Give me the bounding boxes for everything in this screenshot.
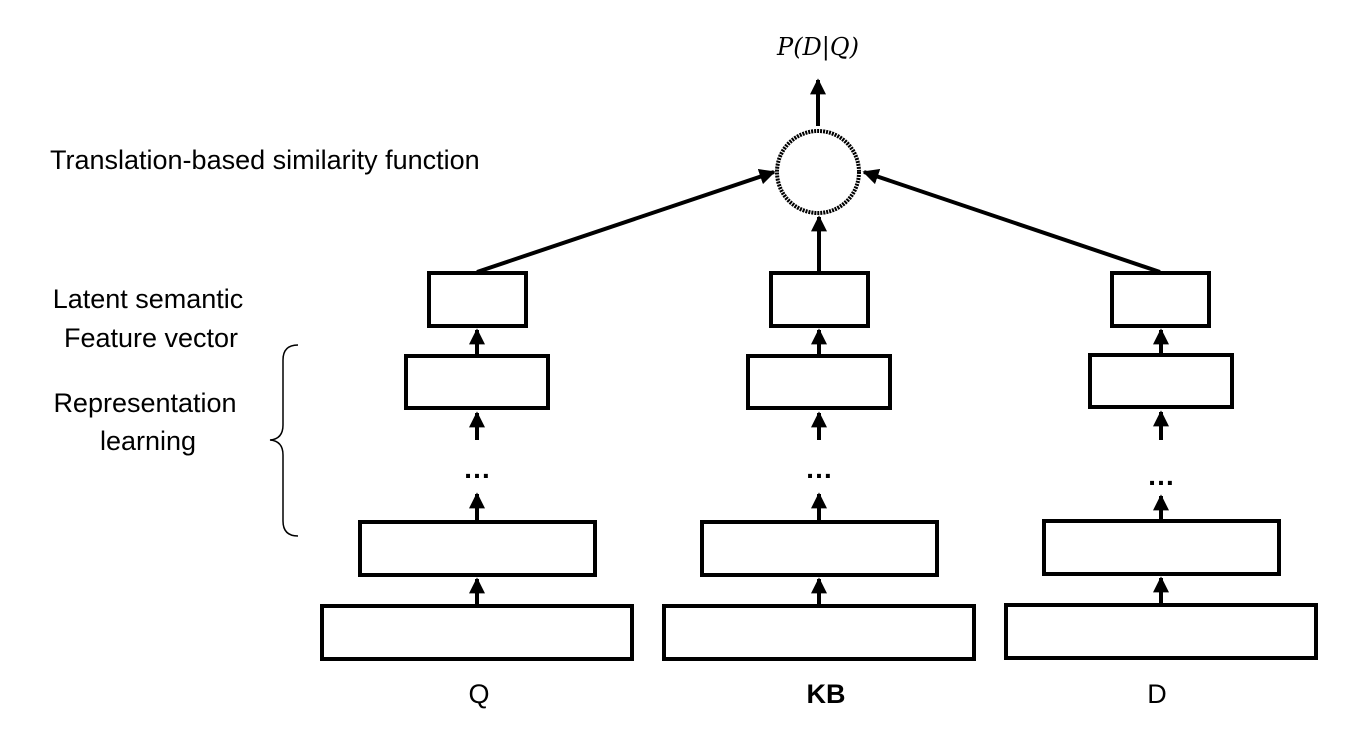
kb-column-label: KB bbox=[807, 679, 846, 709]
d-hidden-layer-top bbox=[1088, 353, 1234, 409]
kb-input-layer bbox=[662, 604, 976, 661]
q-feature-vector bbox=[427, 271, 528, 328]
latent-semantic-label-line2: Feature vector bbox=[64, 323, 238, 353]
q-arrow-to-similarity bbox=[476, 169, 776, 274]
column-q: … Q bbox=[320, 271, 634, 709]
d-input-layer bbox=[1004, 603, 1318, 660]
q-hidden-layer-top bbox=[404, 354, 550, 410]
representation-learning-brace bbox=[269, 344, 299, 537]
column-kb: … KB bbox=[662, 271, 976, 709]
q-hidden-layer-1 bbox=[358, 520, 597, 577]
similarity-function-label: Translation-based similarity function bbox=[50, 145, 480, 175]
q-column-label: Q bbox=[468, 679, 489, 709]
q-ellipsis: … bbox=[463, 453, 491, 484]
latent-semantic-label-line1: Latent semantic bbox=[53, 284, 244, 314]
d-column-label: D bbox=[1147, 679, 1167, 709]
d-feature-vector bbox=[1110, 271, 1211, 328]
d-arrow-to-similarity bbox=[862, 169, 1161, 274]
representation-learning-label-line2: learning bbox=[100, 426, 196, 456]
kb-feature-vector bbox=[769, 271, 870, 328]
kb-ellipsis: … bbox=[805, 453, 833, 484]
kb-hidden-layer-1 bbox=[700, 520, 939, 577]
output-probability-label: P(D|Q) bbox=[776, 33, 859, 62]
kb-hidden-layer-top bbox=[746, 354, 892, 410]
q-input-layer bbox=[320, 604, 634, 661]
representation-learning-label-line1: Representation bbox=[53, 388, 236, 418]
d-hidden-layer-1 bbox=[1042, 519, 1281, 576]
column-d: … D bbox=[1004, 271, 1318, 709]
similarity-function-node bbox=[775, 129, 861, 215]
d-ellipsis: … bbox=[1147, 460, 1175, 491]
